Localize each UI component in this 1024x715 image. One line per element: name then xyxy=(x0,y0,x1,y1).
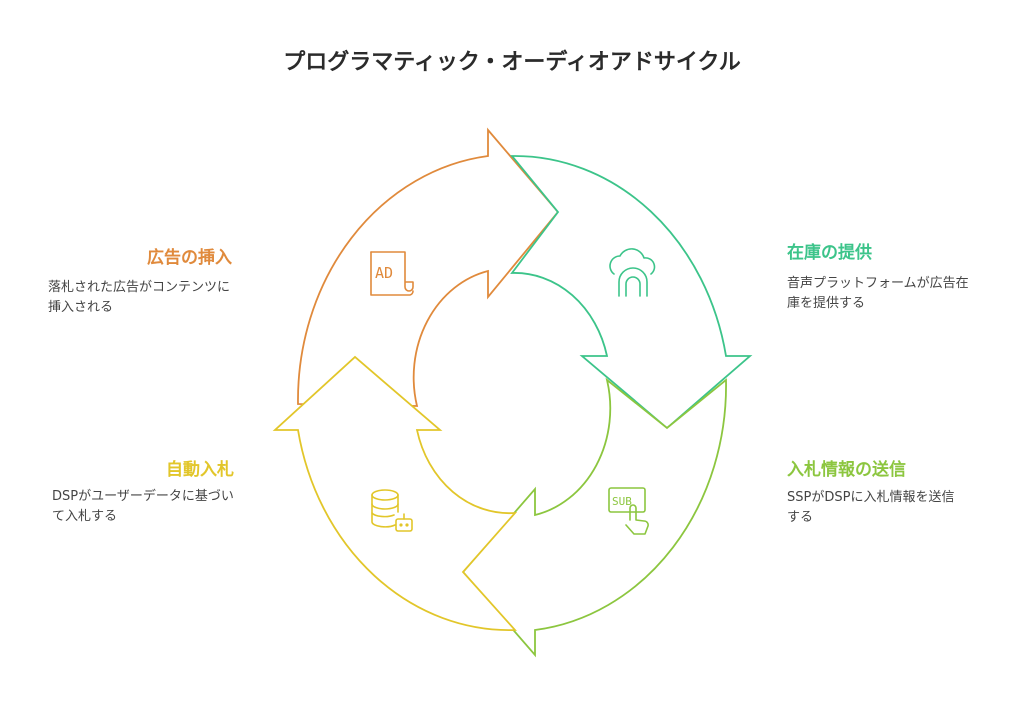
ad-document-icon: AD xyxy=(370,251,414,296)
step-desc-insert: 落札された広告がコンテンツに挿入される xyxy=(48,280,231,315)
cloud-arch-icon xyxy=(609,248,656,297)
arrow-insert xyxy=(297,127,560,407)
diagram-title: プログラマティック・オーディオアドサイクル xyxy=(283,50,741,75)
step-title-insert: 広告の挿入 xyxy=(147,248,232,268)
ad-label: AD xyxy=(375,264,393,282)
step-desc-send: SSPがDSPに入札情報を送信する xyxy=(787,490,955,525)
arrow-send xyxy=(461,377,727,658)
sub-tap-icon: SUB xyxy=(608,487,649,535)
step-title-bid: 自動入札 xyxy=(166,460,234,480)
arrow-bid xyxy=(272,355,518,631)
step-title-inventory: 在庫の提供 xyxy=(787,243,872,263)
step-title-send: 入札情報の送信 xyxy=(787,460,906,480)
sub-label: SUB xyxy=(612,495,632,508)
step-desc-bid: DSPがユーザーデータに基づいて入札する xyxy=(52,489,234,524)
database-robot-icon xyxy=(371,489,413,532)
step-desc-inventory: 音声プラットフォームが広告在庫を提供する xyxy=(787,276,969,311)
arrow-inventory xyxy=(510,155,753,430)
